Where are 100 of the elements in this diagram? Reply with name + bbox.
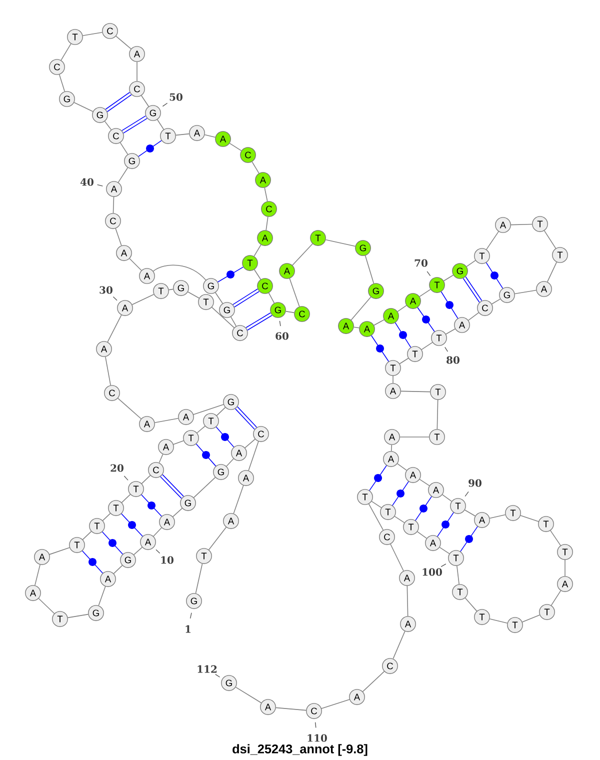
base-pair-line <box>138 140 162 157</box>
backbone-line <box>550 590 562 606</box>
backbone-line <box>254 244 262 257</box>
base-pair-line <box>369 465 387 491</box>
backbone-line <box>397 305 407 312</box>
backbone-line <box>491 298 501 304</box>
backbone-line <box>400 436 430 438</box>
backbone-line <box>400 390 430 392</box>
backbone-line <box>188 291 200 299</box>
position-label: 30 <box>100 286 118 301</box>
position-label: 50 <box>162 93 182 107</box>
backbone-line <box>520 515 539 522</box>
backbone-line <box>152 264 206 280</box>
backbone-line <box>443 274 454 282</box>
backbone-line <box>464 598 478 612</box>
backbone-line <box>118 398 142 420</box>
backbone-line <box>118 167 128 183</box>
backbone-line <box>468 312 480 321</box>
base-pair-line <box>141 494 162 517</box>
position-label: 1 <box>186 612 192 633</box>
backbone-line <box>173 440 184 445</box>
backbone-line <box>371 500 382 508</box>
backbone-line <box>175 133 190 136</box>
backbone-line <box>172 508 183 518</box>
backbone-line <box>129 258 142 271</box>
position-label: 20 <box>110 464 128 481</box>
base-pair-line <box>235 406 257 430</box>
base-pair-line <box>102 531 124 555</box>
backbone-line <box>134 546 142 556</box>
backbone-line <box>58 74 66 92</box>
backbone-line <box>419 289 431 297</box>
backbone-line <box>74 102 94 112</box>
base-pair-line <box>82 550 104 574</box>
backbone-line <box>136 62 138 82</box>
backbone-line <box>292 243 313 266</box>
base-pair-line <box>417 307 435 332</box>
backbone-line <box>60 43 72 61</box>
backbone-line <box>208 526 227 550</box>
base-pair-line <box>437 512 454 537</box>
backbone-line <box>244 438 256 448</box>
base-pair-line <box>122 116 148 134</box>
position-label: 110 <box>308 722 327 742</box>
backbone-line <box>268 292 275 304</box>
position-label: 40 <box>80 178 104 186</box>
backbone-line <box>98 586 106 606</box>
backbone-line <box>154 418 179 423</box>
backbone-line <box>442 494 452 502</box>
backbone-line <box>464 510 476 516</box>
backbone-line <box>368 504 384 530</box>
caption: dsi_25243_annot [-9.8] <box>232 744 368 756</box>
backbone-line <box>392 376 394 384</box>
backbone-line <box>168 288 174 290</box>
backbone-line <box>466 260 476 267</box>
backbone-line <box>514 290 537 294</box>
backbone-line <box>394 516 405 524</box>
backbone-line <box>325 239 356 247</box>
backbone-line <box>158 454 164 464</box>
backbone-line <box>550 530 561 546</box>
backbone-line <box>419 478 430 486</box>
backbone-line <box>456 565 460 585</box>
backbone-line <box>489 618 508 624</box>
backbone-line <box>439 546 450 554</box>
position-label: 60 <box>276 320 288 340</box>
position-label: 10 <box>156 549 174 564</box>
base-pair-line <box>105 92 132 112</box>
base-pair-line <box>462 276 482 302</box>
backbone-line <box>446 328 456 334</box>
backbone-line <box>353 326 360 328</box>
base-pair-line <box>217 266 244 282</box>
backbone-line <box>120 142 128 155</box>
backbone-line <box>417 531 427 539</box>
backbone-line <box>489 514 506 519</box>
backbone-line <box>211 306 235 328</box>
backbone-line <box>364 255 374 284</box>
backbone-line <box>289 278 300 307</box>
backbone-line <box>67 614 89 618</box>
backbone-line <box>321 699 350 709</box>
backbone-line <box>248 441 259 471</box>
backbone-line <box>522 614 540 622</box>
backbone-line <box>115 228 122 246</box>
backbone-line <box>544 230 556 249</box>
backbone-line <box>235 686 262 704</box>
backbone-line <box>132 294 154 306</box>
backbone-line <box>390 544 404 572</box>
base-pair-line <box>392 481 409 506</box>
position-label: 112 <box>198 665 220 678</box>
backbone-line <box>276 707 306 711</box>
backbone-line <box>107 314 122 342</box>
backbone-line <box>34 564 40 586</box>
base-pair-line <box>486 262 504 289</box>
backbone-line <box>104 120 112 130</box>
base-pair-line <box>246 312 272 330</box>
base-pair-line <box>121 513 143 537</box>
backbone-line <box>421 342 433 350</box>
backbone-line <box>264 187 268 202</box>
base-pair-line <box>415 496 432 521</box>
backbone-line <box>196 426 206 434</box>
backbone-line <box>121 494 131 503</box>
backbone-line <box>254 269 262 280</box>
base-pair-line <box>460 526 478 552</box>
